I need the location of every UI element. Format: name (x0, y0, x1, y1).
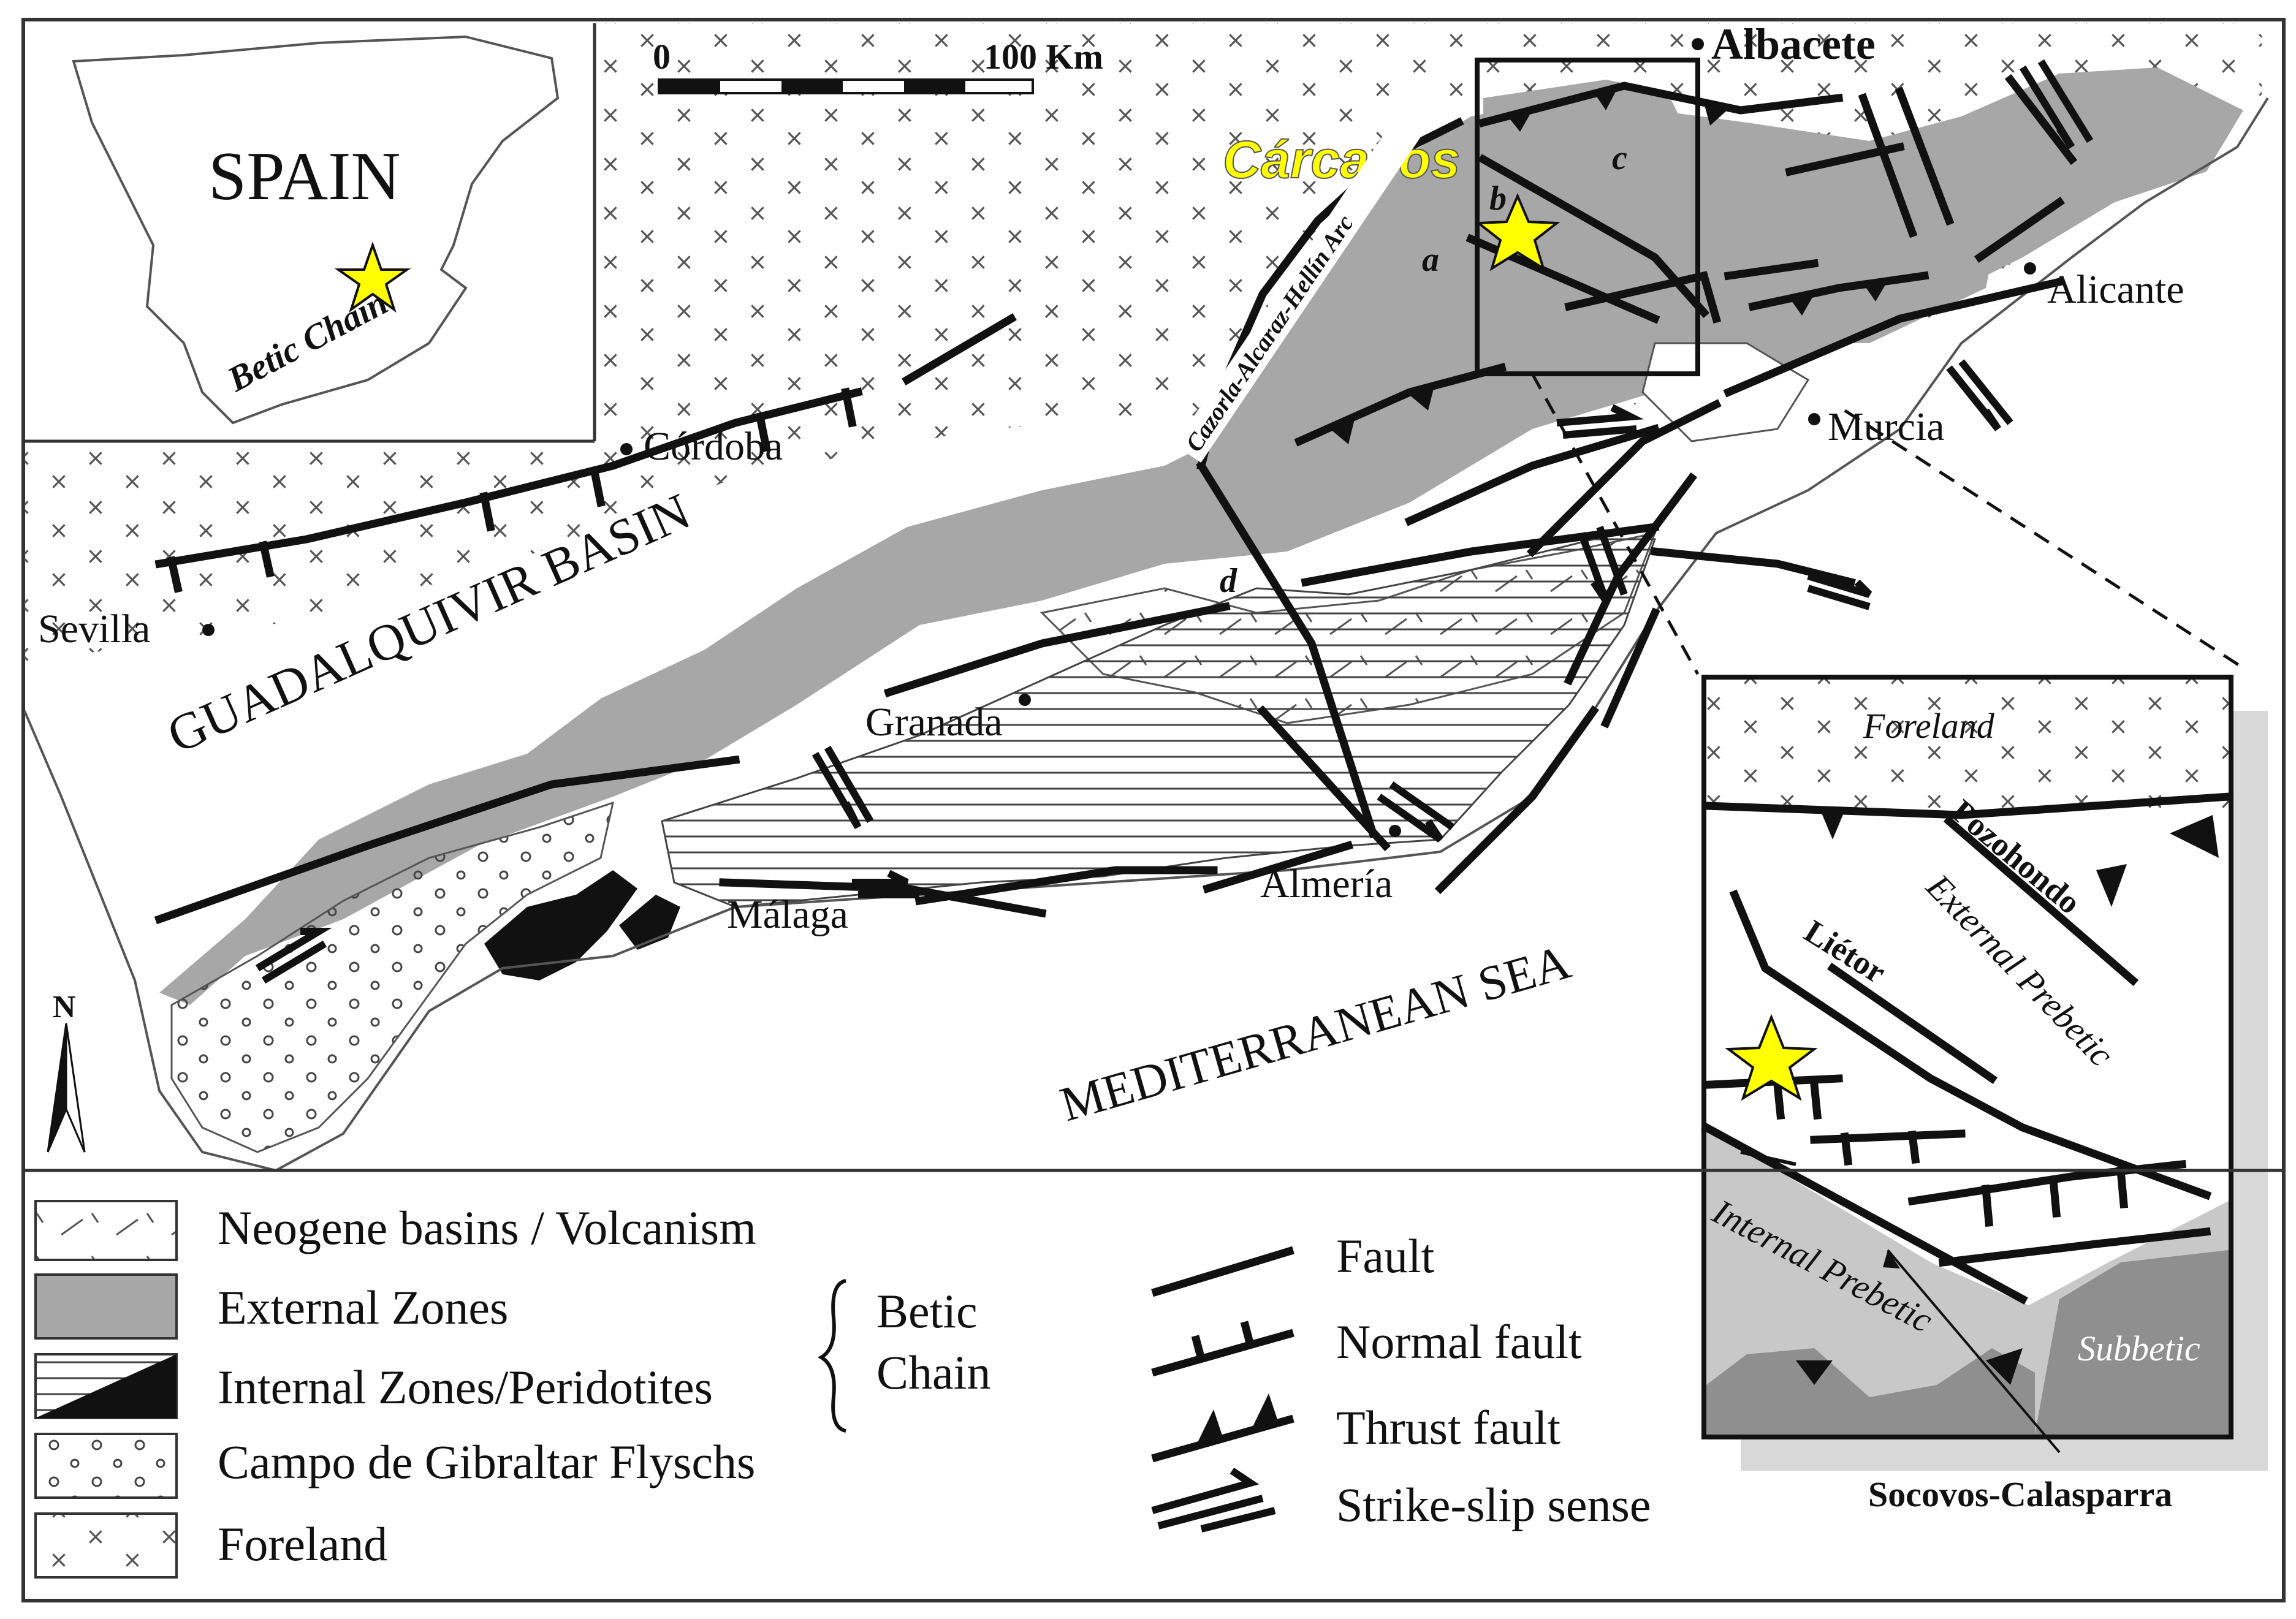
city-granada: Granada (865, 700, 1003, 745)
campo-gibraltar-flysch (170, 801, 615, 1153)
strike-slip-arrows (255, 59, 2094, 984)
legend-swatch-external (34, 1273, 178, 1340)
fault-letter-d: d (1220, 562, 1237, 600)
legend-swatch-campo (34, 1433, 178, 1499)
legend-normal: Normal fault (1336, 1315, 1582, 1368)
fault-letter-b: b (1489, 180, 1507, 218)
legend-campo: Campo de Gibraltar Flyschs (218, 1435, 755, 1488)
spain-outline (72, 35, 560, 425)
carcavos-label: Cárcavos (1223, 131, 1460, 189)
fault-letter-a: a (1422, 241, 1439, 279)
faults (154, 74, 2078, 925)
legend-fault: Fault (1336, 1229, 1435, 1283)
legend-betic: Betic (876, 1284, 978, 1338)
city-malaga: Málaga (727, 892, 848, 937)
detail-inset: Foreland Pozohondo External Prebetic Lié… (1701, 675, 2268, 1514)
city-alicante: Alicante (2047, 267, 2184, 312)
city-albacete: Albacete (1711, 20, 1876, 69)
detail-foreland-label: Foreland (1863, 706, 1995, 746)
coastline (23, 97, 2269, 1172)
city-sevilla: Sevilla (38, 607, 150, 651)
detail-star-icon (1725, 1014, 1818, 1101)
normal-faults (154, 271, 1722, 593)
thrust-faults (1294, 82, 1929, 447)
legend-chain: Chain (876, 1346, 990, 1399)
north-label: N (53, 990, 76, 1025)
carcavos-star-icon (1475, 192, 1560, 271)
legend-internal: Internal Zones/Peridotites (218, 1360, 713, 1414)
legend-swatch-foreland (34, 1512, 178, 1579)
detail-socovos-label: Socovos-Calasparra (1868, 1474, 2172, 1514)
study-area-box (1475, 58, 1700, 376)
inset-connectors (1530, 373, 2245, 675)
scale-bar: 0 100 Km (653, 37, 1103, 94)
scale-end: 100 Km (984, 37, 1103, 77)
detail-subbetic-label: Subbetic (2078, 1329, 2200, 1368)
city-cordoba: Córdoba (644, 424, 783, 469)
city-almeria: Almería (1260, 862, 1393, 906)
inset-star-icon (334, 241, 411, 313)
legend: Neogene basins / Volcanism External Zone… (23, 1169, 2284, 1579)
fault-letter-c: c (1612, 139, 1627, 177)
legend-swatch-neogene (34, 1200, 178, 1261)
city-murcia: Murcia (1828, 404, 1945, 449)
legend-external: External Zones (218, 1281, 508, 1334)
spain-label: SPAIN (208, 138, 400, 214)
cities: Albacete Alicante Murcia Córdoba Sevilla… (38, 20, 2184, 937)
scale-start: 0 (653, 37, 671, 77)
north-arrow: N (47, 990, 86, 1153)
legend-neogene: Neogene basins / Volcanism (218, 1201, 756, 1254)
legend-foreland: Foreland (218, 1517, 387, 1571)
legend-thrust: Thrust fault (1336, 1401, 1560, 1454)
legend-strike: Strike-slip sense (1336, 1478, 1651, 1531)
